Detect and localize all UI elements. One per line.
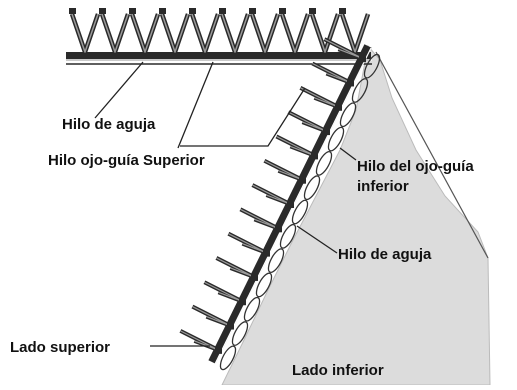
loop-highlight [191,13,219,53]
upper-looper-loop [159,13,191,55]
lower-looper-loop [303,175,321,201]
diag-loop-highlight [204,281,243,302]
horizontal-stitch-band [66,8,372,65]
loop-highlight [251,13,279,53]
upper-looper-loop [219,13,251,55]
leader-upper-looper [177,61,214,149]
diag-loop-highlight [240,208,279,229]
label-needle-thread-right: Hilo de aguja [338,246,432,263]
upper-looper-loop [99,13,131,55]
needle-knot [99,8,106,14]
lower-looper-loop [315,151,333,176]
loop-highlight [221,13,249,53]
lower-looper-loop [231,321,249,346]
lower-looper-loop [351,78,369,103]
label-upper-side: Lado superior [10,339,111,356]
upper-looper-loop [279,13,311,55]
loop-highlight [281,13,309,53]
leader-lines [94,61,357,347]
lower-looper-loop [291,199,309,225]
loop-highlight [341,13,369,53]
lower-looper-loop [267,248,285,273]
lower-looper-loop [339,102,357,128]
fabric-edge-line [375,51,489,259]
lower-looper-loop [255,272,273,298]
needle-knot [339,8,346,14]
needle-knot [279,8,286,14]
label-lower-looper-line1: Hilo del ojo-guía [357,158,474,175]
leader-needle-thread-right [296,225,338,254]
band-base-line [66,52,371,61]
diag-loop-highlight [252,184,291,205]
leader-needle-thread-top [94,61,144,119]
diag-loop-highlight [228,233,267,254]
label-needle-thread-top: Hilo de aguja [62,116,156,133]
diag-loop-highlight [312,62,351,84]
diag-loop-highlight [276,135,315,156]
lower-looper-loop [279,223,297,249]
diag-loop-highlight [192,306,231,327]
diag-loop-highlight [216,257,255,278]
needle-knot [69,8,76,14]
needle-knot [159,8,166,14]
needle-knot [309,8,316,14]
needle-knot [189,8,196,14]
upper-looper-loop [69,13,101,55]
needle-knot [249,8,256,14]
needle-knot [275,225,282,233]
fabric-underside [221,44,491,386]
needle-knot [311,152,318,160]
lower-looper-loop [243,296,261,322]
loop-highlight [161,13,189,53]
needle-knot [335,103,342,111]
needle-knot [263,249,270,257]
loop-highlight [131,13,159,53]
loop-highlight [101,13,129,53]
needle-knot [299,176,306,184]
upper-looper-loop [189,13,221,55]
diag-loop-highlight [264,160,303,181]
diag-loop-highlight [288,111,327,132]
lower-looper-loop [327,126,345,152]
lower-looper-loop [219,345,237,371]
leader-lower-looper [339,147,357,161]
leader-upper-looper-branch [180,87,306,147]
needle-knot [227,322,234,330]
needle-knot [347,79,354,87]
lower-looper-loop [363,53,381,79]
needle-knot [359,55,366,63]
needle-knot [251,273,258,281]
needle-knot [129,8,136,14]
loop-highlight [311,13,339,53]
upper-looper-loop [249,13,281,55]
upper-looper-loop [129,13,161,55]
needle-knot [323,128,330,136]
needle-knot [215,346,222,354]
label-lower-side: Lado inferior [292,362,384,379]
needle-knot [219,8,226,14]
needle-knot [287,201,294,208]
diag-loop-highlight [180,330,219,351]
needle-knot [239,298,246,306]
label-lower-looper-line2: inferior [357,178,409,195]
label-upper-looper-thread: Hilo ojo-guía Superior [48,152,205,169]
diagonal-stitch-band [179,37,381,371]
loop-highlight [71,13,99,53]
diag-loop-highlight [300,87,339,108]
